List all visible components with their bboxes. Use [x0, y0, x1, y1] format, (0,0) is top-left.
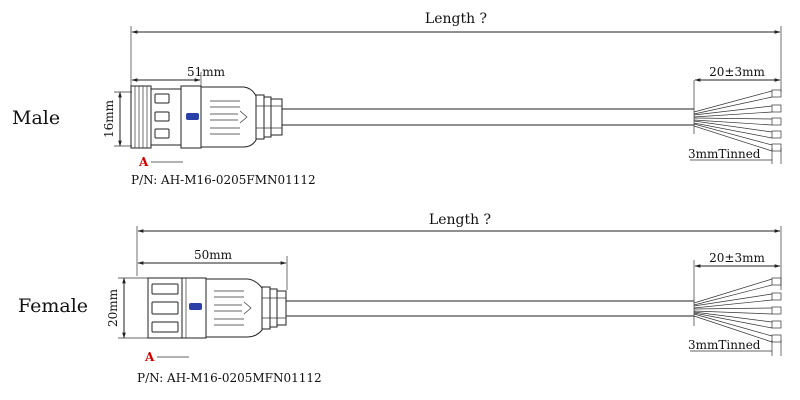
- female-label: Female: [18, 295, 88, 317]
- female-wires: [693, 277, 782, 343]
- female-strip-label: 20±3mm: [709, 251, 765, 265]
- male-51mm-label: 51mm: [187, 65, 226, 79]
- male-wires: [693, 89, 782, 152]
- male-16mm-label: 16mm: [102, 99, 116, 138]
- female-tinned-label: 3mmTinned: [688, 338, 761, 352]
- female-20mm-label: 20mm: [106, 288, 120, 327]
- male-logo-icon: [186, 113, 199, 120]
- female-connector: [147, 277, 287, 339]
- female-marker-a: A: [144, 350, 155, 364]
- female-50mm-label: 50mm: [194, 248, 233, 262]
- male-marker-a: A: [138, 155, 149, 169]
- male-strip-label: 20±3mm: [709, 65, 765, 79]
- male-part-number: P/N: AH-M16-0205FMN01112: [131, 173, 316, 187]
- female-assembly: Female Length ? 50mm 20mm: [18, 212, 782, 385]
- male-length-label: Length ?: [425, 11, 487, 27]
- female-length-label: Length ?: [429, 212, 491, 228]
- female-logo-icon: [189, 303, 202, 310]
- female-part-number: P/N: AH-M16-0205MFN01112: [137, 371, 322, 385]
- male-label: Male: [12, 107, 60, 129]
- male-tinned-label: 3mmTinned: [688, 147, 761, 161]
- male-assembly: Male Length ? 51mm 16mm: [12, 11, 782, 187]
- male-connector: [130, 85, 283, 149]
